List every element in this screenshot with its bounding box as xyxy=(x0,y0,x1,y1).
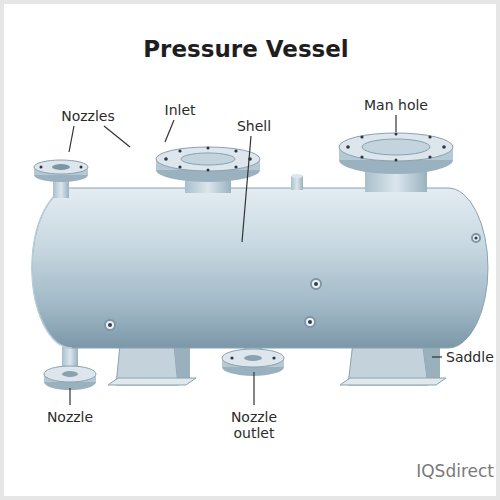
ports xyxy=(105,234,480,330)
part-label: Saddle xyxy=(446,349,494,365)
leader-lines xyxy=(69,115,442,405)
nozzle xyxy=(34,160,88,198)
part-label: Nozzles xyxy=(61,108,115,124)
boss xyxy=(291,176,303,190)
part-label: Shell xyxy=(237,118,271,134)
part-label: Nozzle outlet xyxy=(219,409,289,441)
part-label: Nozzle xyxy=(47,409,93,425)
watermark: IQSdirect xyxy=(416,462,494,482)
part-label: Inlet xyxy=(165,102,196,118)
inlet-nozzle xyxy=(156,147,260,194)
part-label: Man hole xyxy=(364,97,428,113)
manhole xyxy=(339,133,453,193)
title: Pressure Vessel xyxy=(0,36,496,62)
shell xyxy=(32,188,488,348)
